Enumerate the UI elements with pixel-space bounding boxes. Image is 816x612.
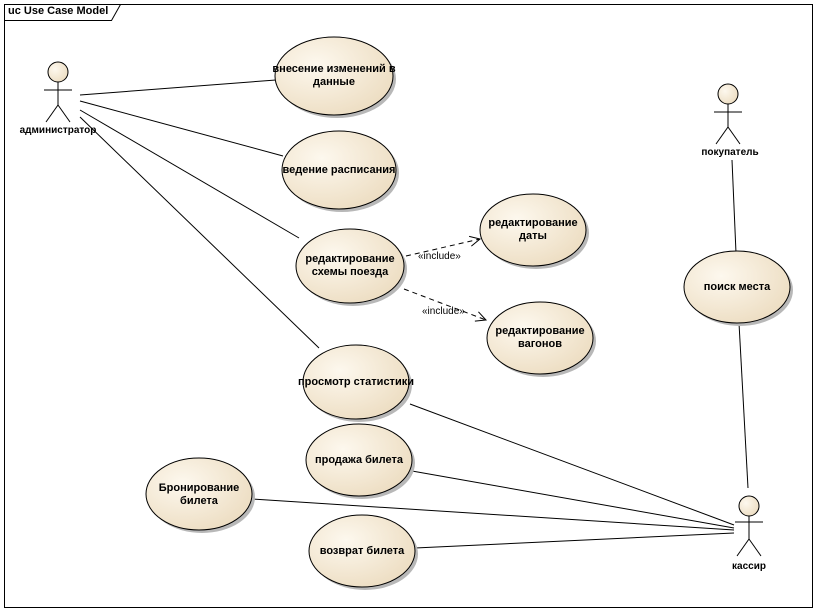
frame-title-tab [4,4,121,21]
usecase-search-seat-shape[interactable] [683,250,791,324]
usecase-edit-train-scheme-label: редактирование схемы поезда [305,253,395,278]
usecase-edit-wagons-label: редактирование вагонов [495,325,585,350]
usecase-book-ticket-shape[interactable] [145,457,253,531]
usecase-search-seat-label: поиск места [703,280,771,293]
frame-title: uc Use Case Model [8,5,109,17]
admin-associations [79,79,320,349]
usecase-edit-date-shape[interactable] [479,193,587,267]
usecase-shapes [145,36,793,590]
usecase-edit-train-scheme-shape[interactable] [295,228,405,304]
include-dependency-wagons [403,288,486,320]
actor-admin-label: администратор [19,125,97,136]
diagram-frame [4,4,813,608]
actor-admin-figure[interactable] [44,61,72,123]
usecase-sell-ticket-shape[interactable] [305,423,413,497]
usecase-edit-date-label: редактирование даты [488,217,578,242]
actor-cashier-label: кассир [732,561,766,572]
include-dependency-date [405,239,480,257]
buyer-association [731,159,737,254]
usecase-schedule-shape[interactable] [281,130,397,210]
usecase-schedule-label: ведение расписания [282,163,396,176]
usecase-edit-data-shape[interactable] [274,36,394,116]
usecase-return-ticket-label: возврат билета [319,544,405,557]
usecase-view-stats-label: просмотр статистики [298,375,414,388]
cashier-associations [252,322,749,549]
include-label-wagons: «include» [422,306,465,317]
include-label-date: «include» [418,251,461,262]
usecase-edit-data-label: внесение изменений в данные [272,63,396,88]
actor-buyer-label: покупатель [701,147,759,158]
actor-cashier-figure[interactable] [735,495,763,557]
usecase-book-ticket-label: Бронирование билета [158,482,240,507]
actor-buyer-figure[interactable] [714,83,742,145]
usecase-edit-wagons-shape[interactable] [486,301,594,375]
usecase-view-stats-shape[interactable] [302,344,410,420]
usecase-sell-ticket-label: продажа билета [314,453,404,466]
usecase-return-ticket-shape[interactable] [308,514,416,588]
